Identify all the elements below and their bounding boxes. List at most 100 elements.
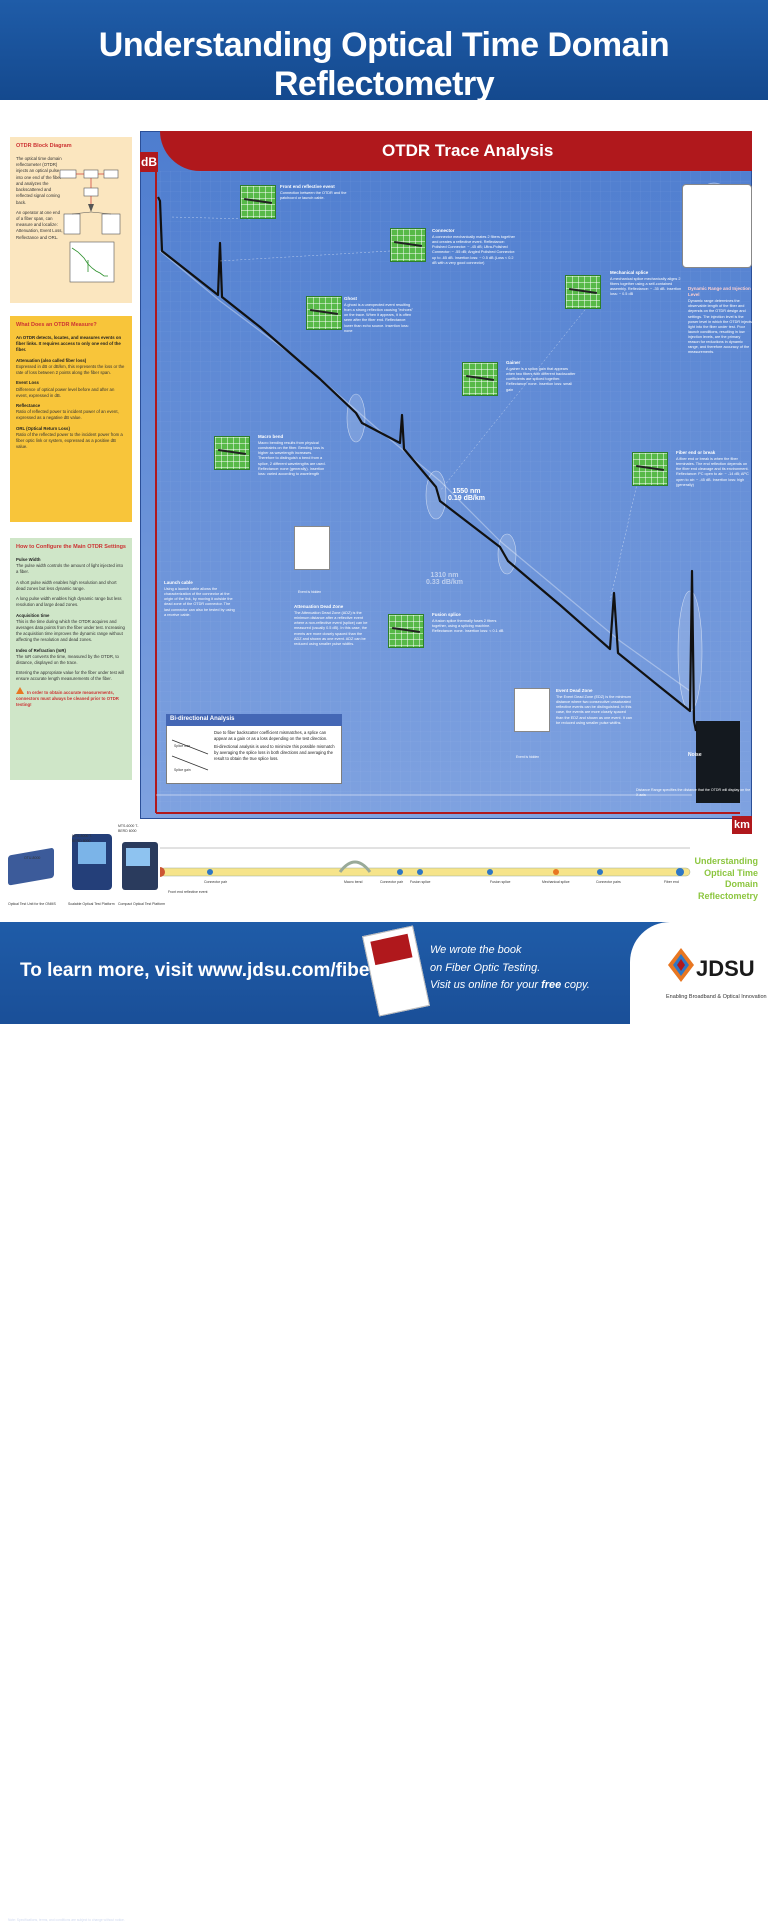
adz-mini-chart xyxy=(294,526,330,570)
annotation-ghost: Ghost A ghost is a unexpected event resu… xyxy=(344,296,416,334)
bidirectional-text: Due to fiber backscatter coefficient mis… xyxy=(214,730,338,761)
annotation-launch: Launch cable Using a launch cable allows… xyxy=(164,580,236,618)
front-title: Front end reflective event xyxy=(280,184,335,189)
fiber-label-mechanical: Mechanical splice xyxy=(542,880,570,884)
fiber-label-connector-pairs: Connector pairs xyxy=(596,880,621,884)
mechanical-mini-chart xyxy=(565,275,601,309)
front-text: Connection between the OTDR and the patc… xyxy=(280,191,347,201)
launch-text: Using a launch cable allows the characte… xyxy=(164,587,235,617)
distance-range-text: Distance Range specifies the distance th… xyxy=(636,788,751,797)
gainer-text: A gainer is a splice gain that appears w… xyxy=(506,367,576,392)
splice-loss-label: Splice loss xyxy=(174,744,191,748)
bidirectional-header: Bi-directional Analysis xyxy=(166,714,342,726)
acq-title: Acquisition time xyxy=(16,612,50,618)
block-diagram-text: The optical time domain reflectometer (O… xyxy=(16,155,62,205)
ior-title: Index of Refraction (IoR) xyxy=(16,647,66,653)
fiber-end-title: Fiber end or break xyxy=(676,450,716,455)
visit-link[interactable]: To learn more, visit www.jdsu.com/fibert… xyxy=(20,960,411,981)
trace-1310 xyxy=(159,250,691,692)
device-2-desc: Scalable Optical Test Platform xyxy=(68,902,115,906)
ghost-text: A ghost is a unexpected event resulting … xyxy=(344,303,413,333)
ior-text: The IoR converts the time, measured by t… xyxy=(16,653,119,666)
configure-panel: How to Configure the Main OTDR Settings … xyxy=(10,538,132,780)
jdsu-logo-text: JDSU xyxy=(696,956,755,981)
measure-panel: What Does an OTDR Measure? An OTDR detec… xyxy=(10,316,132,522)
annotation-fiber-end: Fiber end or break A fiber end or break … xyxy=(676,450,750,488)
chart-title: OTDR Trace Analysis xyxy=(382,141,554,160)
page-header: Understanding Optical Time Domain Reflec… xyxy=(0,0,768,103)
fiber-label-fusion-2: Fusion splice xyxy=(490,880,511,884)
mechanical-title: Mechanical splice xyxy=(610,270,649,275)
understanding-line-1: Understanding xyxy=(694,856,758,866)
annotation-front: Front end reflective event Connection be… xyxy=(280,184,360,201)
device-1-name: OTU-8000 xyxy=(24,856,41,860)
bidirectional-text-1: Due to fiber backscatter coefficient mis… xyxy=(214,730,328,741)
fiber-label-front: Front end reflective event xyxy=(168,890,208,894)
macro-bend-mini-chart xyxy=(214,436,250,470)
page-title: Understanding Optical Time Domain Reflec… xyxy=(98,26,670,103)
book-line-3b: free xyxy=(541,979,562,992)
splice-highlight xyxy=(497,533,517,575)
noise-label: Noise xyxy=(688,752,702,758)
device-images xyxy=(8,834,158,890)
warning-icon xyxy=(16,686,24,694)
measure-heading: What Does an OTDR Measure? xyxy=(16,322,97,328)
understanding-title: Understanding Optical Time Domain Reflec… xyxy=(686,856,758,903)
orl-text: Ratio of the reflected power to the inci… xyxy=(16,431,123,450)
speed2b-text: 0.33 dB/km xyxy=(426,579,463,586)
chart-title-banner: OTDR Trace Analysis xyxy=(160,131,752,171)
book-promo: We wrote the book on Fiber Optic Testing… xyxy=(430,942,590,995)
fusion-mini-chart xyxy=(388,614,424,648)
chart-grid xyxy=(156,171,750,817)
gainer-title: Gainer xyxy=(506,360,521,365)
pulse-title: Pulse Width xyxy=(16,556,41,562)
annotation-mechanical: Mechanical splice A mechanical splice me… xyxy=(610,270,682,298)
pulse-long: A long pulse width enables high dynamic … xyxy=(16,596,122,608)
edz-mini-chart xyxy=(514,688,550,732)
macro-text: Macro bending results from physical cons… xyxy=(258,441,326,476)
book-line-3c: copy. xyxy=(561,979,590,992)
event-loss-title: Event Loss xyxy=(16,380,39,386)
connector-title: Connector xyxy=(432,228,455,233)
pulse-text: The pulse width controls the amount of l… xyxy=(16,563,124,575)
x-axis-label: km xyxy=(732,816,752,834)
ghost-title: Ghost xyxy=(344,296,357,301)
book-line-3a: Visit us online for your xyxy=(430,979,542,992)
speed1b-text: 0.19 dB/km xyxy=(448,495,485,502)
jdsu-logo-icon xyxy=(668,948,694,982)
fiber-label-macro: Macro bend xyxy=(344,880,363,884)
annotation-fusion: Fusion splice A fusion splice thermally … xyxy=(432,612,504,634)
event-hidden-label-1: Event is hidden xyxy=(298,590,322,594)
annotation-macro: Macro bend Macro bending results from ph… xyxy=(258,434,328,477)
speed1-text: 1550 nm xyxy=(452,488,481,495)
macro-title: Macro bend xyxy=(258,434,284,439)
fiber-label-end: Fiber end xyxy=(664,880,679,884)
reflectance-title: Reflectance xyxy=(16,402,41,408)
warning-text: In order to obtain accurate measurements… xyxy=(16,689,119,708)
bidirectional-diagram xyxy=(171,739,209,771)
dynamic-title: Dynamic Range and Injection Level xyxy=(688,286,751,298)
device-1-desc: Optical Test Unit for the ONMS xyxy=(8,902,56,906)
attenuation-text: Expressed in dB or dB/km, this represent… xyxy=(16,363,125,376)
ghost-highlight xyxy=(346,393,366,443)
fiber-link-schematic xyxy=(160,847,691,877)
measure-intro: An OTDR detects, locates, and measures e… xyxy=(16,334,122,353)
logo-panel xyxy=(630,922,768,1024)
front-end-mini-chart xyxy=(240,185,276,219)
configure-heading: How to Configure the Main OTDR Settings xyxy=(16,544,126,550)
adz-title: Attenuation Dead Zone xyxy=(294,604,344,609)
speed2-text: 1310 nm xyxy=(430,572,459,579)
adz-text: The Attenuation Dead Zone (ADZ) is the m… xyxy=(294,611,368,646)
understanding-line-3: Domain Reflectometry xyxy=(697,879,758,902)
jdsu-tagline: Enabling Broadband & Optical Innovation xyxy=(666,994,767,1000)
bidirectional-text-2: Bi-directional analysis is used to minim… xyxy=(214,744,335,761)
device-3-name: MTS-6000 T-BERD 6000 xyxy=(118,824,139,833)
fusion-text: A fusion splice thermally fuses 2 fibers… xyxy=(432,619,504,634)
device-3-desc: Compact Optical Test Platform xyxy=(118,902,166,906)
speed-label-1310: 1310 nm 0.33 dB/km xyxy=(426,572,463,586)
attenuation-title: Attenuation (also called fiber loss) xyxy=(16,357,87,363)
ghost-mini-chart xyxy=(306,296,342,330)
noise-area xyxy=(696,721,740,803)
bidirectional-title: Bi-directional Analysis xyxy=(170,716,235,722)
book-line-3: Visit us online for your free copy. xyxy=(430,977,590,995)
